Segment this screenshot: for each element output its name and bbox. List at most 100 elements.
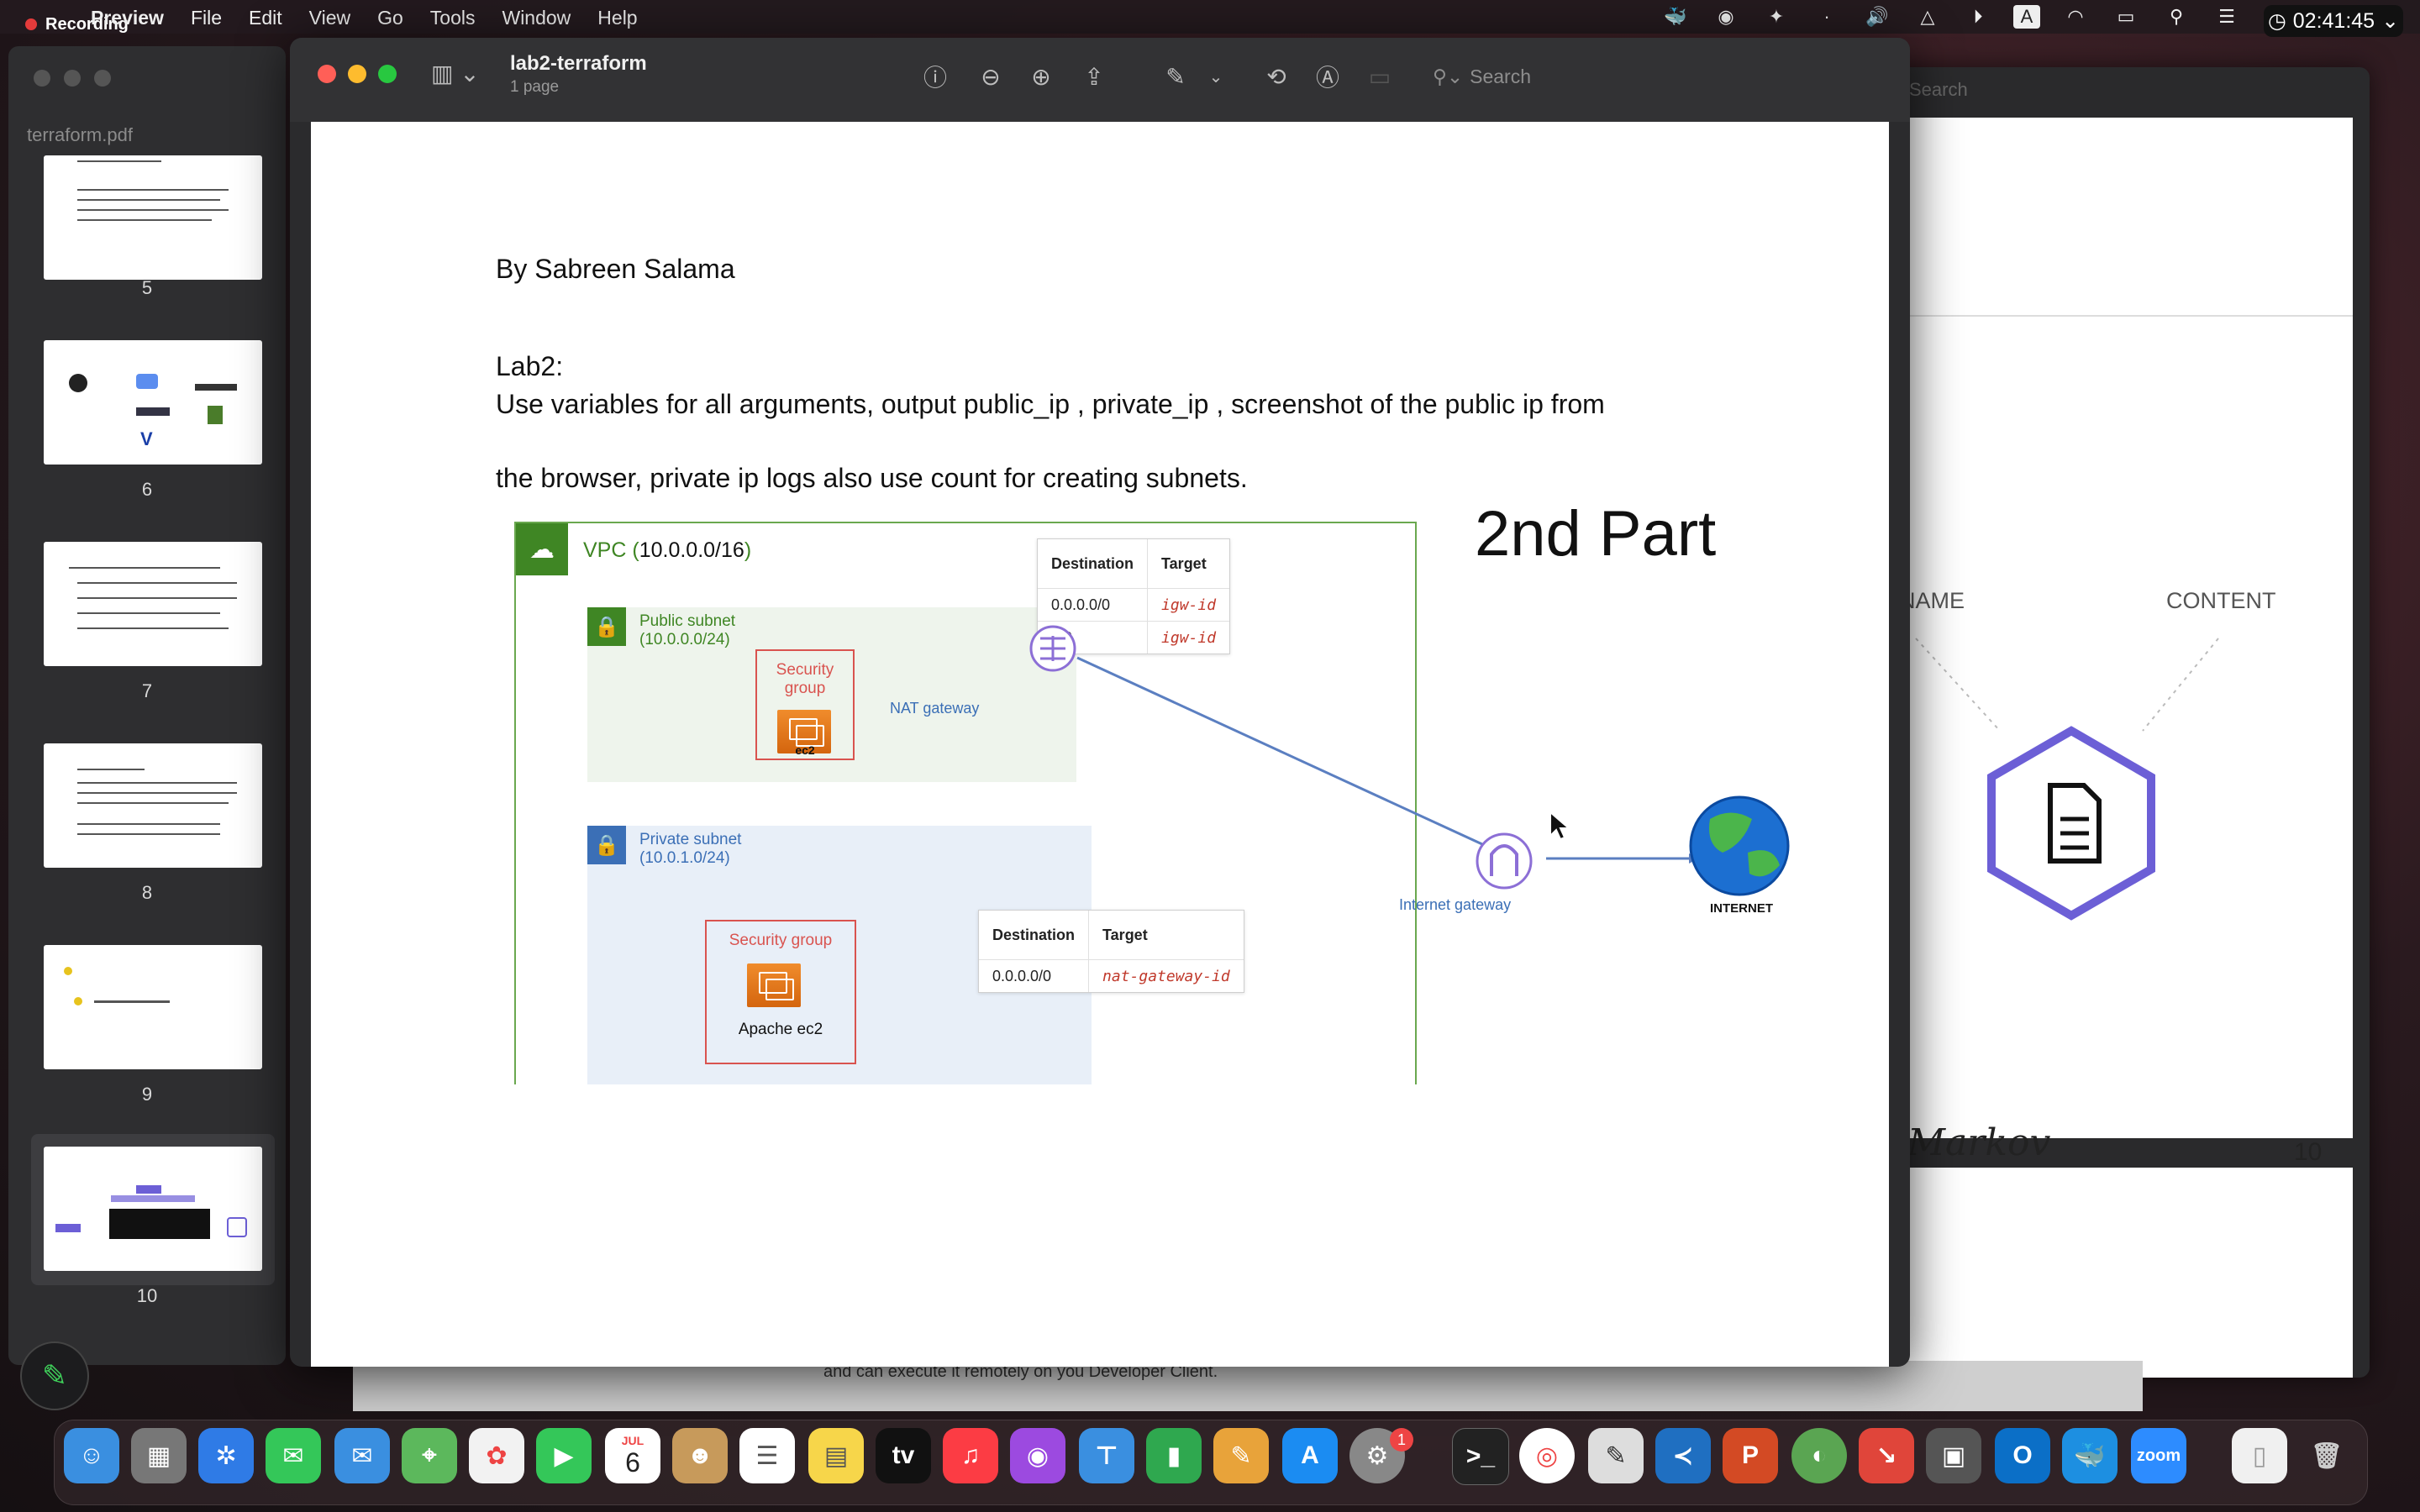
globe-icon <box>1689 795 1790 896</box>
launchpad-icon[interactable]: ▦ <box>131 1428 187 1483</box>
dot-status-icon[interactable]: · <box>1823 6 1830 27</box>
sidebar-toggle-button[interactable]: ▥ ⌄ <box>431 60 480 87</box>
podcasts-icon[interactable]: ◉ <box>1010 1428 1065 1483</box>
table-row: 0.0.0.0/0 nat-gateway-id <box>979 959 1244 992</box>
thumbnail-page-10[interactable] <box>44 1147 262 1271</box>
pages-icon[interactable]: ✎ <box>1213 1428 1269 1483</box>
menu-window[interactable]: Window <box>502 7 571 29</box>
vpn-status-icon[interactable]: △ <box>1920 6 1935 27</box>
reminders-icon[interactable]: ☰ <box>739 1428 795 1483</box>
app-status-icon[interactable]: ✦ <box>1768 6 1785 27</box>
window-toolbar: ▥ ⌄ lab2-terraform 1 page ⓘ ⊖ ⊕ ⇪ ✎ ⌄ ⟲ … <box>290 38 1910 122</box>
terminal-icon[interactable]: >_ <box>1452 1428 1509 1485</box>
minimize-button[interactable] <box>348 65 366 83</box>
thumbnail-page-9[interactable] <box>44 945 262 1069</box>
finder-icon[interactable]: ☺ <box>64 1428 119 1483</box>
docker-status-icon[interactable]: 🐳 <box>1664 6 1687 27</box>
thumbnail-page-8[interactable] <box>44 743 262 868</box>
app-store-icon[interactable]: A <box>1282 1428 1338 1483</box>
lab-title: Lab2: <box>496 351 564 381</box>
highlight-pen-button[interactable]: ✎ <box>1165 63 1186 90</box>
network-app-icon[interactable]: ◐ <box>1791 1428 1847 1483</box>
status-area: 🐳 ◉ ✦ · 🔊 △ ⏵ A ◠ ▭ ⚲ ☰ <box>1650 0 2252 34</box>
internet-label: INTERNET <box>1710 901 1773 916</box>
info-button[interactable]: ⓘ <box>923 65 947 91</box>
maps-icon[interactable]: ⌖ <box>402 1428 457 1483</box>
wifi-icon[interactable]: ◠ <box>2067 6 2084 27</box>
menu-file[interactable]: File <box>190 7 223 29</box>
close-button[interactable] <box>318 65 336 83</box>
inactive-light[interactable] <box>64 70 81 87</box>
search-field[interactable]: ⚲⌄ Search <box>1433 58 1685 95</box>
background-preview-window[interactable]: Search NAME CONTENT Markov 10 <box>1865 67 2370 1378</box>
window-controls <box>318 65 397 83</box>
table-row: 0.0.0.0/0 igw-id <box>1038 588 1230 622</box>
lower-window-text: and can execute it remotely on you Devel… <box>823 1362 1218 1381</box>
zoom-button[interactable] <box>378 65 397 83</box>
apple-tv-icon[interactable]: tv <box>876 1428 931 1483</box>
menu-view[interactable]: View <box>308 7 351 29</box>
background-slide-next <box>1899 1168 2353 1378</box>
calendar-month: JUL <box>621 1433 644 1447</box>
notes-icon[interactable]: ▤ <box>808 1428 864 1483</box>
slide-page-number: 10 <box>2294 1138 2323 1166</box>
powerpoint-icon[interactable]: P <box>1723 1428 1778 1483</box>
input-source-icon[interactable]: A <box>2013 5 2040 29</box>
menu-app-preview[interactable]: Preview <box>91 7 164 29</box>
contacts-icon[interactable]: ☻ <box>672 1428 728 1483</box>
battery-icon[interactable]: ▭ <box>2117 6 2135 27</box>
vscode-icon[interactable]: ≺ <box>1655 1428 1711 1483</box>
inactive-light[interactable] <box>34 70 50 87</box>
menu-tools[interactable]: Tools <box>429 7 476 29</box>
numbers-icon[interactable]: ▮ <box>1146 1428 1202 1483</box>
thumbnail-page-number: 7 <box>141 680 153 701</box>
text-editor-icon[interactable]: ✎ <box>1588 1428 1644 1483</box>
slide-divider <box>1899 315 2353 317</box>
docker-icon[interactable]: 🐳 <box>2062 1428 2118 1483</box>
thumbnail-page-6[interactable]: V <box>44 340 262 465</box>
facetime-icon[interactable]: ▶ <box>536 1428 592 1483</box>
globe-status-icon[interactable]: ◉ <box>1718 6 1734 27</box>
spotlight-search-icon[interactable]: ⚲ <box>2169 6 2184 27</box>
ec2-instance-icon <box>747 963 801 1007</box>
preview-app-icon[interactable]: ▣ <box>1926 1428 1981 1483</box>
chevron-down-icon[interactable]: ⌄ <box>1208 67 1223 87</box>
form-fill-button[interactable]: ▭ <box>1368 63 1392 90</box>
app-menus: Preview File Edit View Go Tools Window H… <box>77 5 651 30</box>
rotate-button[interactable]: ⟲ <box>1266 63 1286 90</box>
keynote-icon[interactable]: ⊤ <box>1079 1428 1134 1483</box>
zoom-in-button[interactable]: ⊕ <box>1031 63 1051 90</box>
trash-icon[interactable]: 🗑 <box>2310 1441 2344 1470</box>
public-security-group: Security group ec2 <box>755 649 855 760</box>
menu-edit[interactable]: Edit <box>249 7 282 29</box>
outlook-icon[interactable]: O <box>1995 1428 2050 1483</box>
document-file-icon[interactable]: ▯ <box>2232 1428 2287 1483</box>
route-table-header: Destination <box>992 926 1076 943</box>
zoom-app-icon[interactable]: zoom <box>2131 1428 2186 1483</box>
music-icon[interactable]: ♫ <box>943 1428 998 1483</box>
chrome-icon[interactable]: ◎ <box>1519 1428 1575 1483</box>
mail-icon[interactable]: ✉ <box>334 1428 390 1483</box>
play-status-icon[interactable]: ⏵ <box>1973 6 1983 27</box>
recording-timer[interactable]: ◷ 02:41:45 ⌄ <box>2264 5 2403 37</box>
thumbnail-page-7[interactable] <box>44 542 262 666</box>
markup-pen-button[interactable]: ✎ <box>20 1341 89 1410</box>
remote-desktop-icon[interactable]: ↘ <box>1859 1428 1914 1483</box>
timer-clock-icon: ◷ <box>2267 9 2286 33</box>
messages-icon[interactable]: ✉ <box>266 1428 321 1483</box>
pencil-icon: ✎ <box>41 1358 68 1393</box>
safari-icon[interactable]: ✲ <box>198 1428 254 1483</box>
menu-help[interactable]: Help <box>597 7 638 29</box>
photos-icon[interactable]: ✿ <box>469 1428 524 1483</box>
share-button[interactable]: ⇪ <box>1084 63 1104 90</box>
inactive-light[interactable] <box>94 70 111 87</box>
volume-icon[interactable]: 🔊 <box>1865 6 1889 27</box>
background-search[interactable]: Search <box>1909 79 1968 100</box>
control-center-icon[interactable]: ☰ <box>2218 6 2235 27</box>
calendar-icon[interactable]: JUL 6 <box>605 1428 660 1483</box>
recording-label: Recording <box>45 15 129 34</box>
thumbnail-page-5[interactable] <box>44 155 262 280</box>
zoom-out-button[interactable]: ⊖ <box>981 63 1001 90</box>
markup-button[interactable]: Ⓐ <box>1315 65 1339 91</box>
menu-go[interactable]: Go <box>377 7 403 29</box>
